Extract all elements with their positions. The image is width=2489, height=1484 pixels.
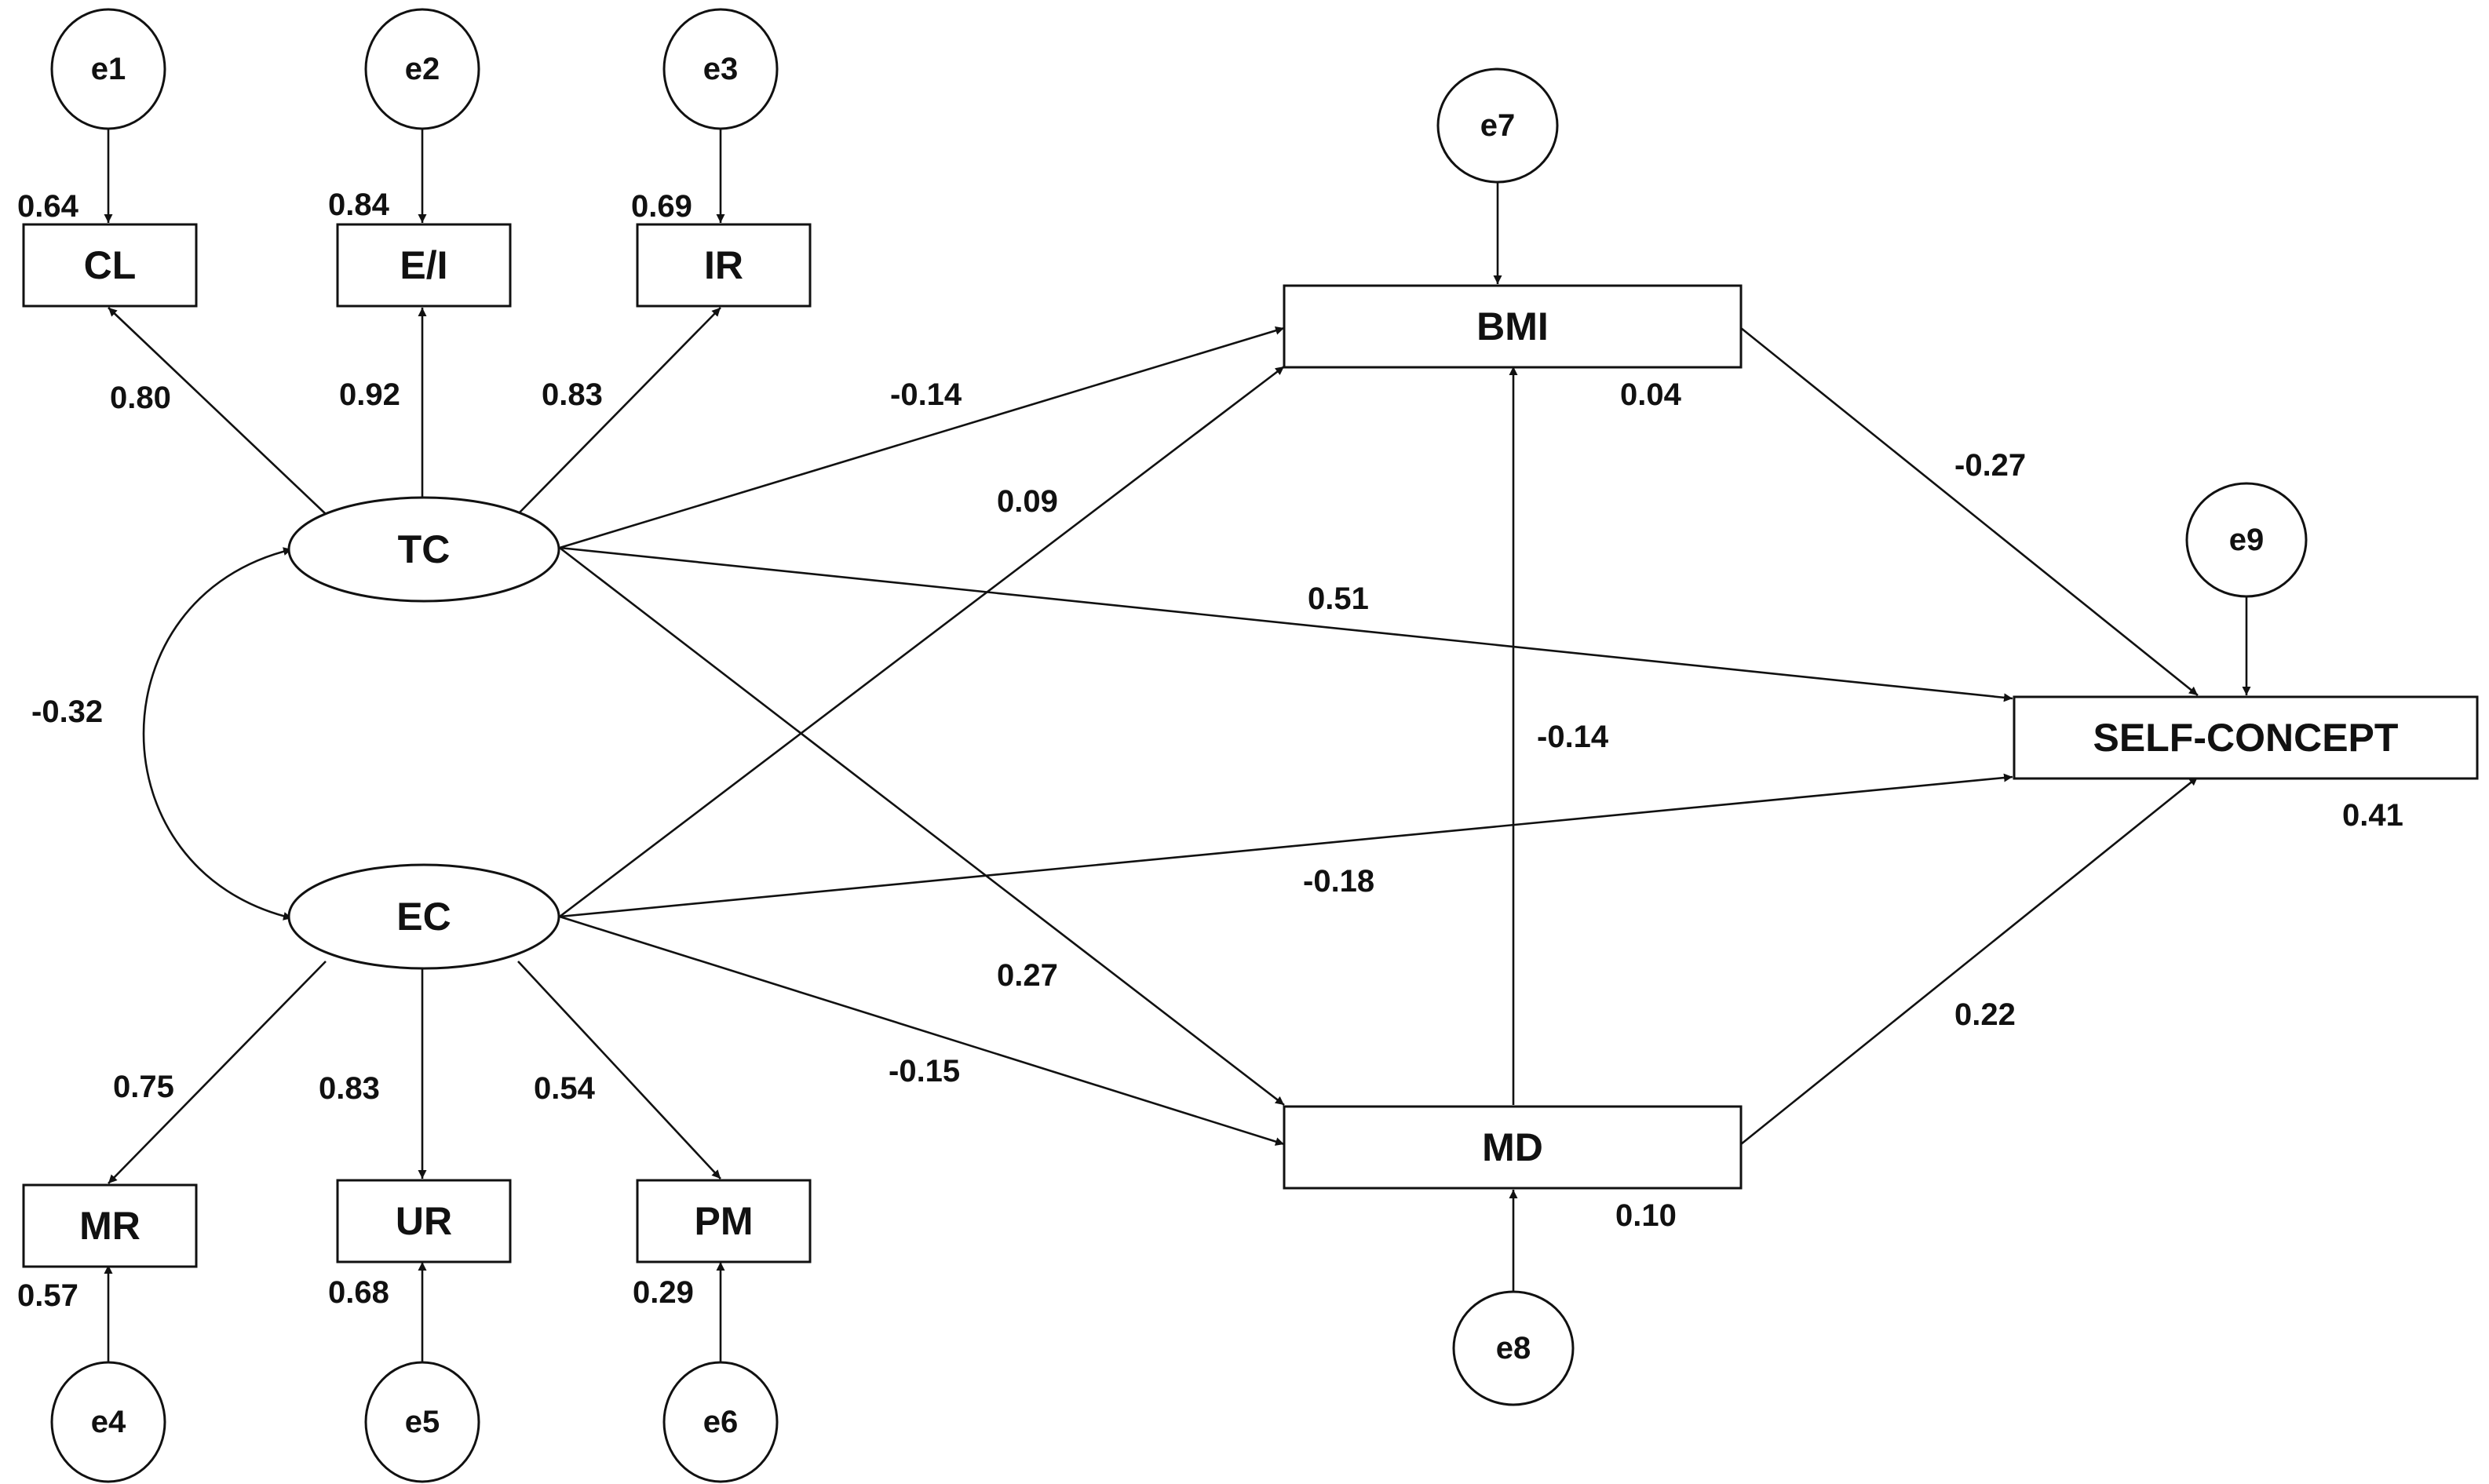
- svg-text:PM: PM: [695, 1199, 754, 1243]
- tc-to-sc-arrow: [559, 546, 2013, 702]
- md-to-sc-arrow: [1740, 775, 2199, 1146]
- node-self-concept: SELF-CONCEPT: [2013, 695, 2479, 780]
- error-e9: e9: [2185, 482, 2308, 598]
- node-ir: IR: [636, 223, 812, 308]
- ec-bmi-path-label: 0.09: [997, 484, 1058, 519]
- r2-ei-label: 0.84: [328, 188, 390, 222]
- node-pm: PM: [636, 1179, 812, 1263]
- node-ei: E/I: [336, 223, 512, 308]
- node-md: MD: [1283, 1105, 1743, 1190]
- error-e4: e4: [50, 1361, 166, 1483]
- node-ur: UR: [336, 1179, 512, 1263]
- svg-text:e1: e1: [91, 52, 126, 86]
- r2-pm-label: 0.29: [633, 1275, 694, 1310]
- svg-text:MR: MR: [79, 1204, 141, 1248]
- node-mr: MR: [22, 1183, 198, 1268]
- ec-mr-loading-label: 0.75: [113, 1070, 174, 1104]
- svg-text:E/I: E/I: [400, 243, 447, 287]
- node-cl: CL: [22, 223, 198, 308]
- ec-to-sc-arrow: [559, 773, 2013, 918]
- r2-ir-label: 0.69: [631, 189, 692, 224]
- tc-ir-loading-label: 0.83: [542, 377, 603, 412]
- error-e1: e1: [50, 8, 166, 130]
- svg-text:MD: MD: [1482, 1125, 1543, 1169]
- md-sc-path-label: 0.22: [1954, 997, 2016, 1032]
- tc-to-bmi-arrow: [559, 326, 1285, 549]
- error-e2: e2: [364, 8, 480, 130]
- ec-to-pm-arrow: [517, 961, 721, 1180]
- ec-sc-path-label: -0.18: [1303, 864, 1374, 899]
- tc-ec-covariance-arrow: [142, 547, 293, 921]
- tc-to-md-arrow: [559, 546, 1285, 1107]
- svg-text:e8: e8: [1496, 1331, 1531, 1365]
- r2-bmi-label: 0.04: [1620, 377, 1682, 412]
- svg-text:e9: e9: [2229, 523, 2265, 557]
- ec-to-md-arrow: [559, 915, 1285, 1146]
- svg-text:EC: EC: [396, 895, 451, 939]
- svg-text:UR: UR: [396, 1199, 452, 1243]
- error-e8: e8: [1452, 1290, 1575, 1406]
- tc-md-path-label: 0.27: [997, 958, 1058, 993]
- error-e6: e6: [662, 1361, 779, 1483]
- bmi-to-sc-arrow: [1740, 326, 2199, 697]
- svg-text:e6: e6: [703, 1405, 739, 1439]
- svg-text:CL: CL: [84, 243, 137, 287]
- tc-bmi-path-label: -0.14: [890, 377, 962, 412]
- tc-to-ir-arrow: [517, 307, 721, 515]
- tc-ei-loading-label: 0.92: [339, 377, 400, 412]
- svg-text:e5: e5: [405, 1405, 440, 1439]
- error-e5: e5: [364, 1361, 480, 1483]
- ec-md-path-label: -0.15: [889, 1054, 960, 1088]
- svg-text:TC: TC: [398, 527, 451, 571]
- tc-ec-covariance-label: -0.32: [31, 695, 103, 729]
- latent-ec: EC: [287, 863, 560, 970]
- svg-text:e2: e2: [405, 52, 440, 86]
- r2-ur-label: 0.68: [328, 1275, 389, 1310]
- svg-text:SELF-CONCEPT: SELF-CONCEPT: [2093, 716, 2399, 760]
- r2-self-concept-label: 0.41: [2342, 798, 2403, 833]
- tc-cl-loading-label: 0.80: [110, 381, 171, 415]
- svg-text:BMI: BMI: [1476, 304, 1549, 348]
- tc-to-cl-arrow: [108, 307, 327, 515]
- svg-text:IR: IR: [704, 243, 743, 287]
- node-bmi: BMI: [1283, 284, 1743, 369]
- ec-to-bmi-arrow: [559, 365, 1285, 918]
- svg-text:e3: e3: [703, 52, 739, 86]
- svg-text:e7: e7: [1480, 108, 1516, 143]
- bmi-sc-path-label: -0.27: [1954, 448, 2026, 483]
- ec-to-mr-arrow: [108, 961, 327, 1184]
- error-e7: e7: [1436, 67, 1559, 184]
- svg-text:e4: e4: [91, 1405, 126, 1439]
- ec-ur-loading-label: 0.83: [319, 1071, 380, 1106]
- latent-tc: TC: [287, 496, 560, 603]
- r2-md-label: 0.10: [1615, 1198, 1677, 1233]
- ec-pm-loading-label: 0.54: [534, 1071, 596, 1106]
- r2-mr-label: 0.57: [17, 1278, 78, 1313]
- tc-sc-path-label: 0.51: [1308, 582, 1369, 616]
- md-bmi-path-label: -0.14: [1537, 720, 1609, 754]
- r2-cl-label: 0.64: [17, 189, 79, 224]
- error-e3: e3: [662, 8, 779, 130]
